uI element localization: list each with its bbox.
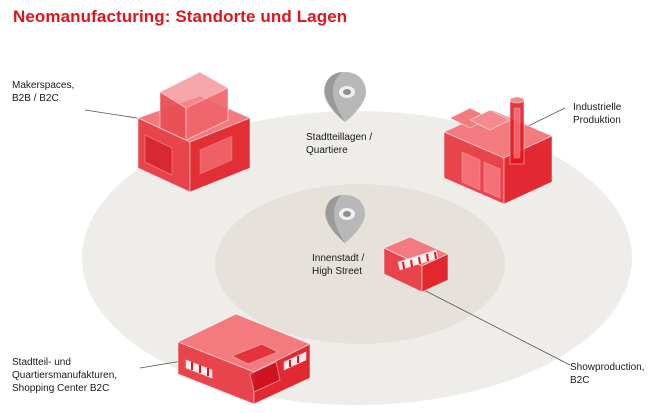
label-stadtteil-manufakturen: Stadtteil- und Quartiersmanufakturen, Sh… [12, 357, 118, 394]
inner-zone-ellipse [215, 184, 505, 344]
shop-building-icon [383, 236, 449, 293]
makerspace-building-icon [136, 71, 252, 193]
label-showproduction: Showproduction, B2C [570, 362, 645, 386]
factory-building-icon [443, 96, 553, 205]
mall-building-icon [177, 313, 311, 405]
label-innenstadt: Innenstadt / High Street [312, 253, 365, 277]
location-pin-icon [325, 195, 365, 243]
label-makerspaces: Makerspaces, B2B / B2C [12, 80, 75, 104]
label-stadtteillagen: Stadtteillagen / Quartiere [306, 132, 373, 156]
page-title: Neomanufacturing: Standorte und Lagen [13, 7, 348, 26]
label-industrielle-produktion: Industrielle Produktion [573, 102, 622, 126]
location-pin-icon [324, 72, 366, 122]
